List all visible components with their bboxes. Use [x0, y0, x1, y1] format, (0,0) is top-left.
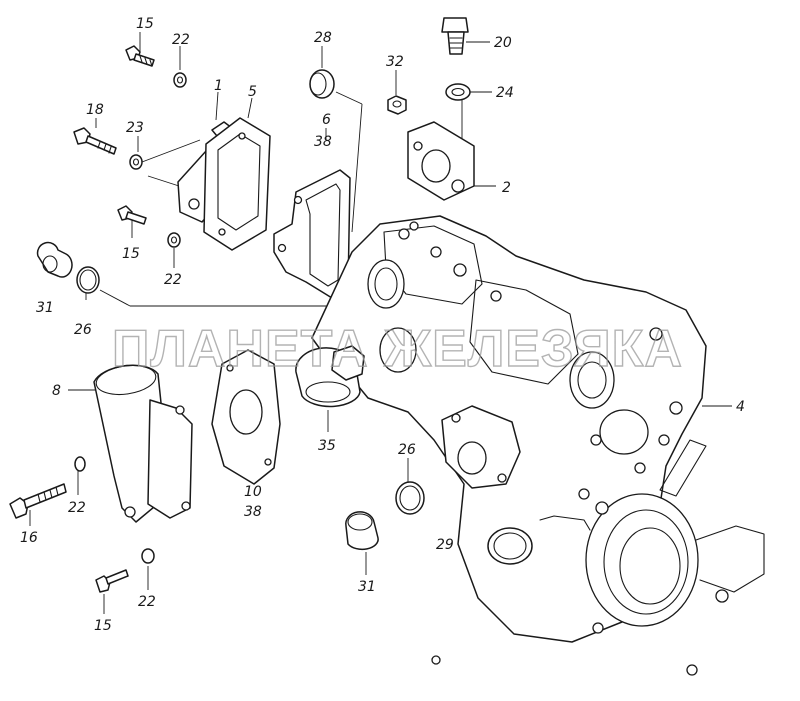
callout-23: 23	[126, 120, 144, 136]
callout-31-left: 31	[36, 300, 54, 316]
bolt-15-bottom	[95, 569, 129, 593]
callout-10: 10	[244, 484, 262, 500]
callout-38-upper: 38	[314, 134, 332, 150]
outlet-cover	[441, 405, 521, 489]
watermark-text: ПЛАНЕТА ЖЕЛЕЗЯКА	[112, 320, 683, 378]
callout-38-lower: 38	[244, 504, 262, 520]
washer-22-low	[74, 456, 86, 472]
callout-28: 28	[314, 30, 332, 46]
callout-24: 24	[496, 85, 514, 101]
plug-31-right	[345, 511, 379, 551]
ring-26-left	[76, 266, 100, 294]
bolt-15-mid	[117, 205, 147, 225]
flange-2	[407, 121, 475, 201]
callout-18: 18	[86, 102, 104, 118]
callout-31-right: 31	[358, 579, 376, 595]
plug-31-left	[36, 241, 73, 278]
gasket-6-38	[273, 169, 351, 299]
thermostat-35	[295, 345, 365, 408]
washer-22-mid	[167, 232, 181, 248]
callout-26-right: 26	[398, 442, 416, 458]
bolt-18	[73, 127, 117, 155]
pipe-8	[93, 364, 193, 523]
callout-1: 1	[214, 78, 223, 94]
bolt-20	[441, 17, 469, 55]
callout-15-top: 15	[136, 16, 154, 32]
gasket-5	[203, 117, 271, 251]
callout-4: 4	[736, 399, 745, 415]
bolt-16	[9, 483, 67, 519]
callout-35: 35	[318, 438, 336, 454]
ring-26-right	[395, 481, 425, 515]
callout-8: 8	[52, 383, 61, 399]
callout-22-mid: 22	[164, 272, 182, 288]
main-housing-4	[311, 215, 765, 676]
callout-15-mid: 15	[122, 246, 140, 262]
callout-29: 29	[436, 537, 454, 553]
nut-32	[387, 95, 407, 115]
callout-22-bottom: 22	[138, 594, 156, 610]
callout-2: 2	[502, 180, 511, 196]
gasket-10-38	[211, 349, 281, 485]
washer-22-bottom	[141, 548, 155, 564]
callout-15-bottom: 15	[94, 618, 112, 634]
plug-28	[309, 69, 335, 99]
washer-24	[445, 83, 471, 101]
bolt-15-top	[125, 45, 155, 67]
callout-16: 16	[20, 530, 38, 546]
callout-labels: 15 22 1 5 28 32 20 24 18 23 6 38 2 15 22…	[20, 16, 745, 634]
washer-23	[129, 154, 143, 170]
callout-26-left: 26	[74, 322, 92, 338]
ring-29	[487, 527, 533, 565]
callout-6: 6	[322, 112, 331, 128]
callout-22-top: 22	[172, 32, 190, 48]
callout-5: 5	[248, 84, 257, 100]
callout-22-low: 22	[68, 500, 86, 516]
callout-20: 20	[494, 35, 512, 51]
callout-32: 32	[386, 54, 404, 70]
washer-22-top	[173, 72, 187, 88]
